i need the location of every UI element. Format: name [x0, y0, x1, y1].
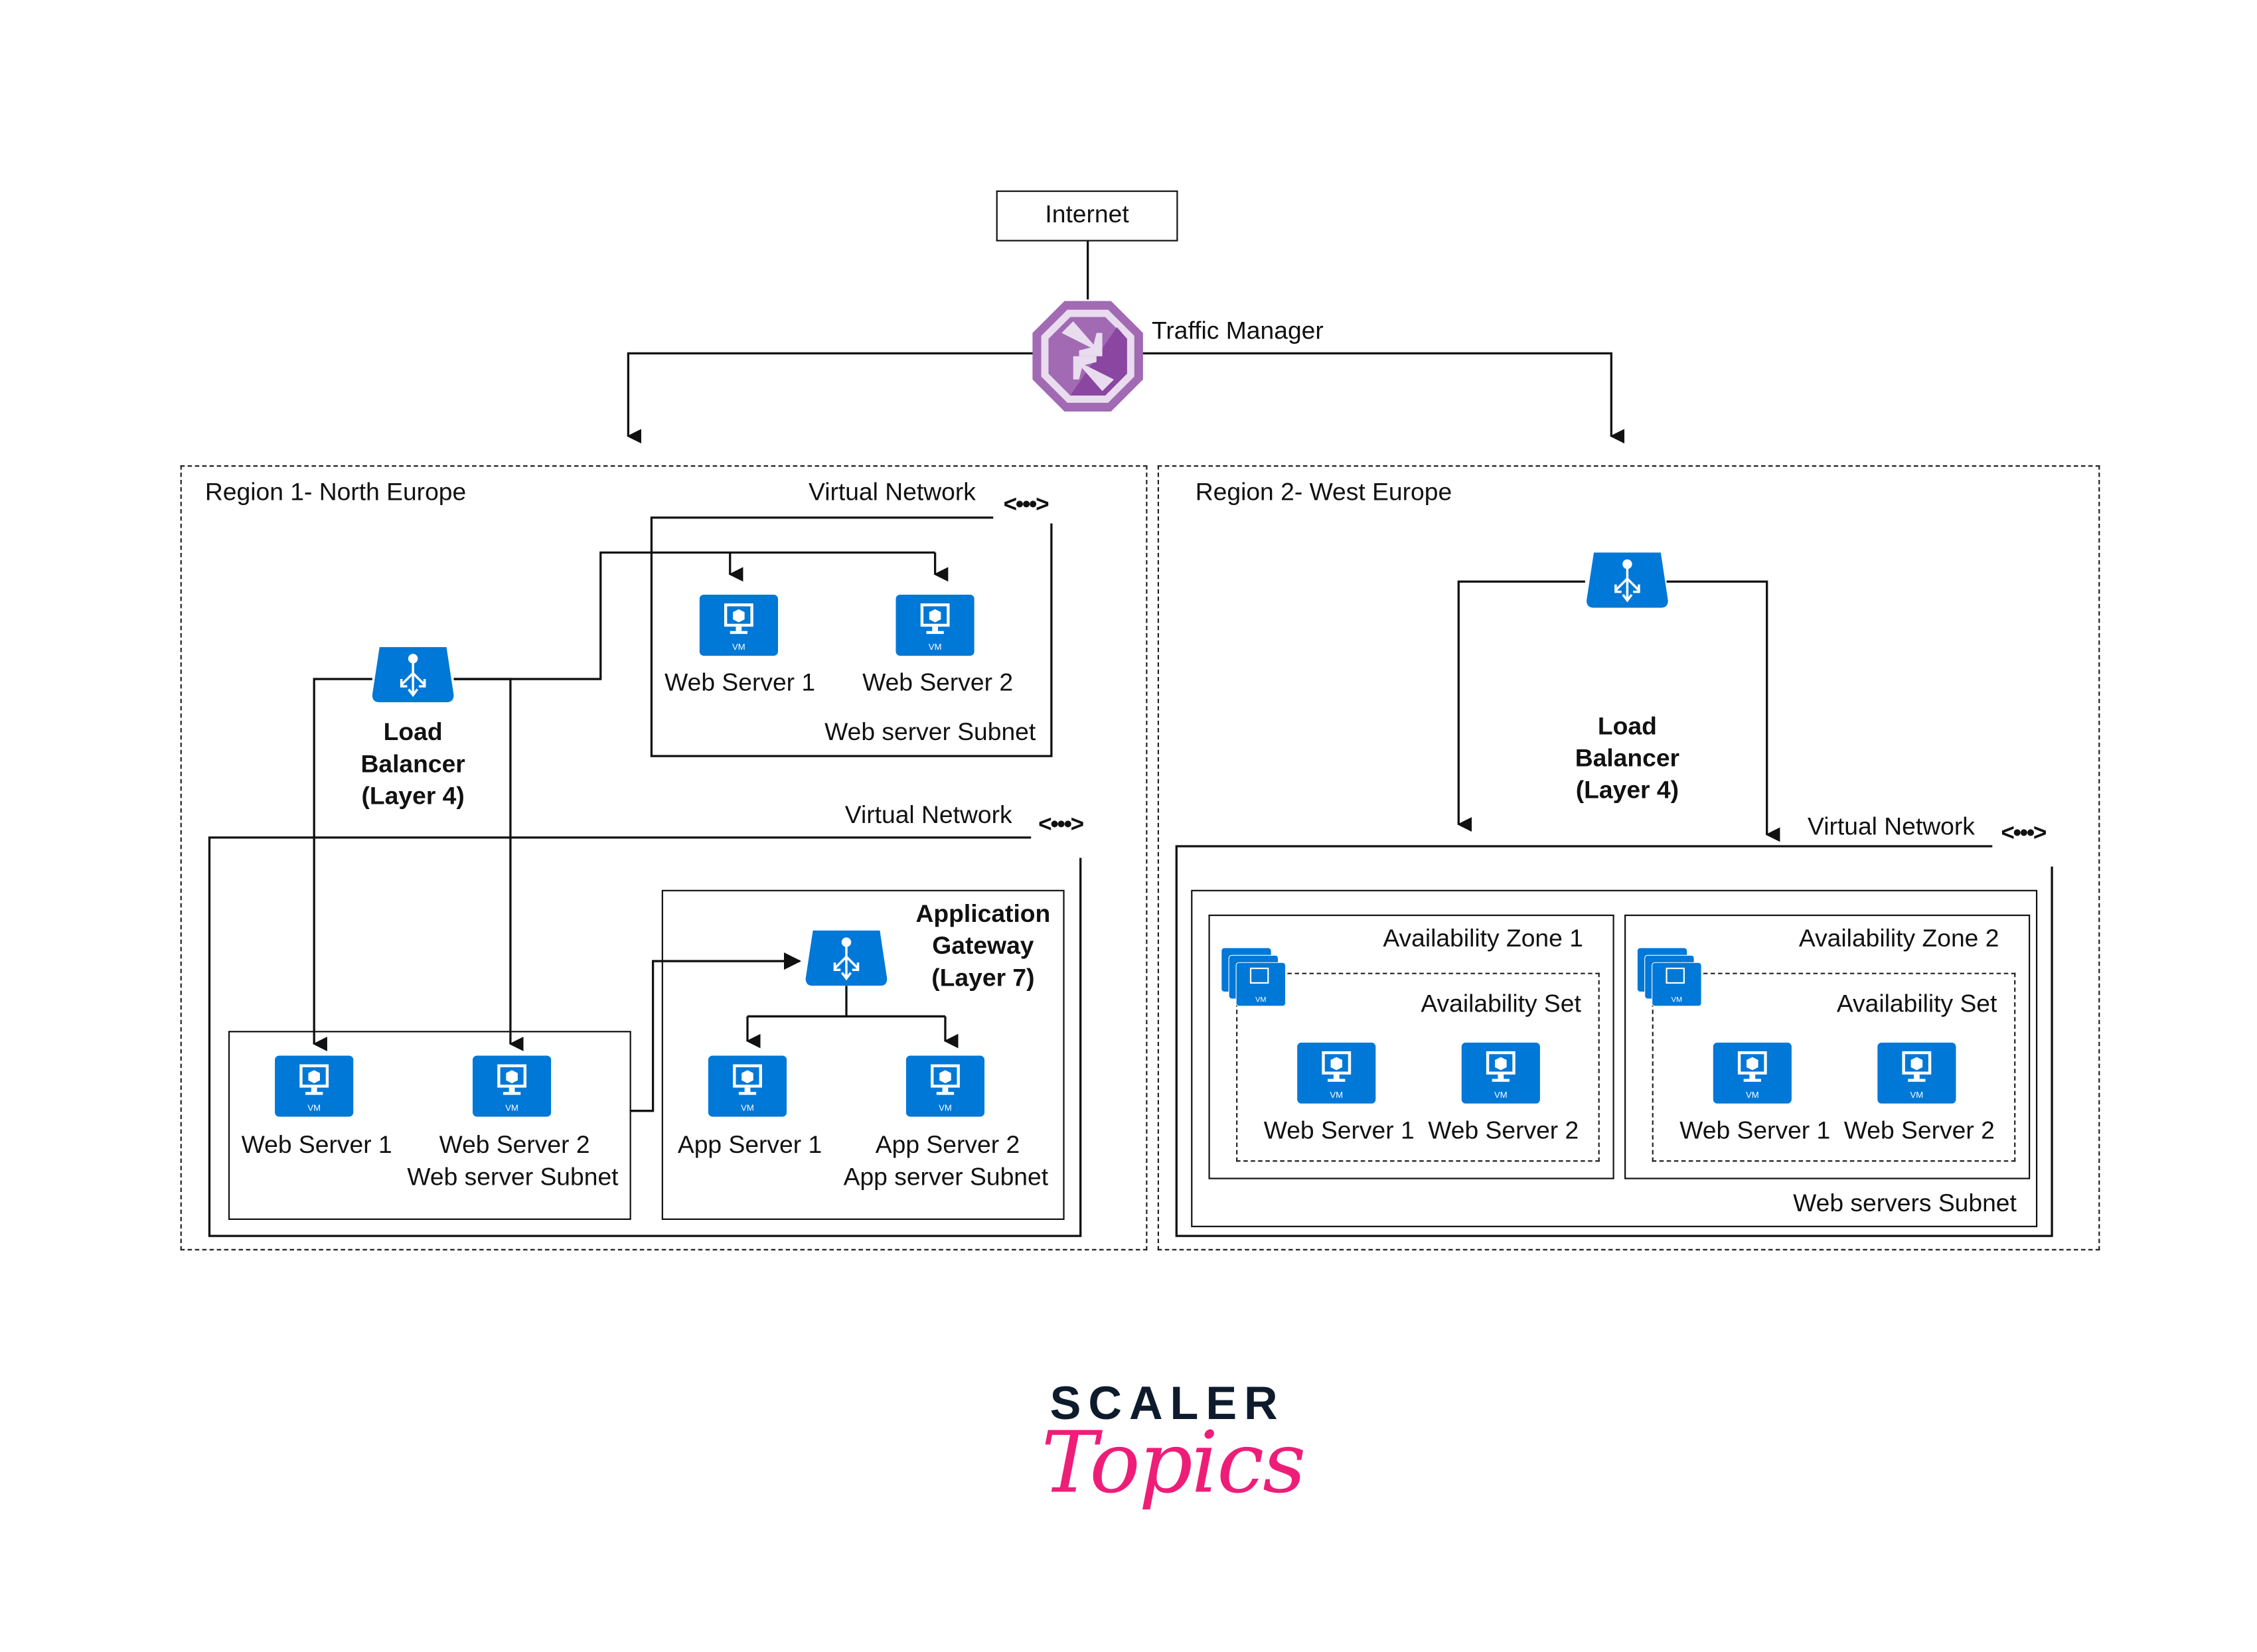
traffic-manager-label: Traffic Manager [1152, 317, 1324, 345]
internet-node[interactable]: Internet [996, 190, 1178, 242]
lb-label-line3: (Layer 4) [1575, 776, 1679, 804]
app-subnet-box [661, 889, 1065, 1220]
server-label: Web Server 2 [862, 668, 1014, 697]
set-label: Availability Set [1421, 990, 1581, 1018]
server-label: App Server 1 [677, 1131, 822, 1159]
lb-label-line2: Balancer [360, 750, 465, 779]
appgw-label-line1: Application [915, 900, 1051, 928]
vm-icon[interactable]: VM [1297, 1042, 1376, 1104]
brand-scaler: SCALER [1050, 1377, 1285, 1430]
web-subnet-box [228, 1031, 631, 1220]
set-label: Availability Set [1836, 990, 1997, 1018]
svg-text:VM: VM [1494, 1090, 1508, 1100]
load-balancer-icon[interactable] [371, 646, 455, 703]
vm-icon[interactable]: VM [708, 1055, 787, 1117]
vm-scale-set-icon: VM [1221, 948, 1286, 1014]
region2-title: Region 2- West Europe [1195, 478, 1452, 506]
lb-label-line1: Load [1597, 712, 1657, 741]
vm-icon[interactable]: VM [1877, 1042, 1956, 1104]
lb-label-line2: Balancer [1575, 744, 1680, 773]
server-label: Web Server 1 [241, 1131, 392, 1159]
svg-text:VM: VM [929, 642, 942, 652]
tm-to-region1-arrow [627, 352, 1036, 444]
availability-zone-box [1208, 914, 1614, 1179]
availability-set-box [1236, 972, 1600, 1162]
svg-text:VM: VM [505, 1103, 518, 1113]
vnet-icon: <•••> [1003, 492, 1050, 518]
svg-text:VM: VM [307, 1103, 321, 1113]
region2-container [1157, 465, 2100, 1251]
vnet-icon: <•••> [2001, 821, 2047, 846]
brand-topics: Topics [1041, 1413, 1306, 1513]
internet-label: Internet [1045, 200, 1129, 228]
vm-icon[interactable]: VM [275, 1055, 354, 1117]
svg-text:VM: VM [741, 1103, 754, 1113]
subnet-label: App server Subnet [843, 1163, 1049, 1191]
svg-text:VM: VM [1330, 1090, 1343, 1100]
load-balancer-icon[interactable] [1585, 552, 1670, 608]
region1-container [180, 465, 1148, 1251]
subnet-label: Web server Subnet [824, 718, 1036, 746]
svg-text:VM: VM [939, 1103, 952, 1113]
subnet-label: Web server Subnet [407, 1163, 619, 1191]
server-label: Web Server 1 [1679, 1116, 1831, 1145]
appgw-label-line3: (Layer 7) [931, 964, 1035, 992]
availability-zone-box [1624, 914, 2031, 1179]
zone-label: Availability Zone 2 [1798, 925, 1999, 952]
server-label: Web Server 1 [1263, 1116, 1415, 1145]
application-gateway-icon[interactable] [804, 931, 888, 986]
vm-icon[interactable]: VM [472, 1055, 552, 1117]
server-label: Web Server 2 [1843, 1116, 1995, 1145]
vm-icon[interactable]: VM [905, 1055, 985, 1117]
svg-text:VM: VM [732, 642, 745, 652]
region1-title: Region 1- North Europe [204, 478, 467, 506]
lb-label-line1: Load [383, 718, 443, 746]
vm-scale-set-icon: VM [1637, 948, 1702, 1014]
vm-icon[interactable]: VM [699, 594, 779, 656]
vnet-icon: <•••> [1038, 812, 1084, 838]
vm-icon[interactable]: VM [1461, 1042, 1540, 1104]
server-label: Web Server 1 [664, 668, 816, 697]
svg-text:VM: VM [1746, 1090, 1759, 1100]
web-servers-subnet-box [1191, 889, 2038, 1227]
svg-text:VM: VM [1672, 996, 1682, 1004]
vm-icon[interactable]: VM [895, 594, 974, 656]
svg-text:VM: VM [1910, 1090, 1923, 1100]
region1-vnet1-label: Virtual Network [809, 478, 976, 506]
lb-label-line3: (Layer 4) [361, 782, 465, 810]
zone-label: Availability Zone 1 [1383, 925, 1583, 952]
region1-vnet2-label: Virtual Network [844, 801, 1012, 829]
traffic-manager-icon[interactable] [1030, 298, 1146, 414]
server-label: Web Server 2 [439, 1131, 590, 1159]
availability-set-box [1652, 972, 2016, 1162]
appgw-label-line2: Gateway [932, 932, 1034, 960]
server-label: Web Server 2 [1428, 1116, 1579, 1145]
region2-vnet-label: Virtual Network [1808, 812, 1975, 841]
server-label: App Server 2 [875, 1131, 1020, 1159]
svg-text:VM: VM [1255, 996, 1266, 1004]
tm-to-region2-arrow [1140, 352, 1625, 444]
vm-icon[interactable]: VM [1713, 1042, 1792, 1104]
subnet-label: Web servers Subnet [1793, 1189, 2017, 1217]
